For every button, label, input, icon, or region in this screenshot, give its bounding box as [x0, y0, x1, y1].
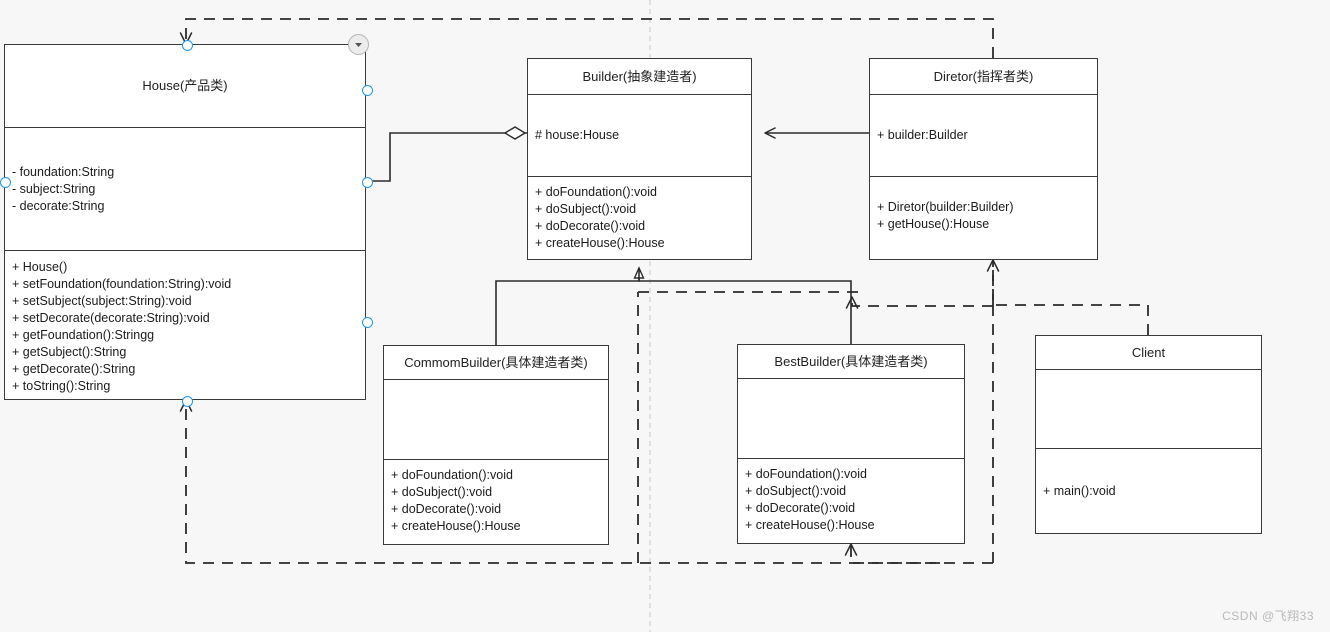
method-row: + setDecorate(decorate:String):void	[12, 311, 210, 325]
methods-builder: + doFoundation():void + doSubject():void…	[528, 177, 751, 259]
chevron-down-icon[interactable]	[347, 33, 369, 55]
edge-aggregation-house-builder	[366, 126, 527, 182]
method-row: + doDecorate():void	[535, 219, 646, 233]
methods-commombuilder: + doFoundation():void + doSubject():void…	[384, 460, 608, 544]
edge-dependency-client-diretor	[986, 259, 1149, 335]
class-title-bestbuilder: BestBuilder(具体建造者类)	[774, 353, 928, 369]
selection-handle-right-upper[interactable]	[361, 84, 373, 96]
method-row: + doSubject():void	[391, 485, 493, 499]
class-title-diretor: Diretor(指挥者类)	[933, 68, 1034, 84]
edge-generalization-bestbuilder-builder	[638, 268, 852, 344]
selection-handle-right-lower[interactable]	[361, 316, 373, 328]
methods-house: + House() + setFoundation(foundation:Str…	[5, 251, 365, 399]
method-row: + getFoundation():Stringg	[12, 328, 155, 342]
attribute-row: - subject:String	[12, 181, 96, 196]
attribute-row: - decorate:String	[12, 198, 105, 213]
uml-class-house[interactable]: House(产品类) - foundation:String - subject…	[4, 44, 366, 400]
method-row: + doFoundation():void	[535, 185, 657, 199]
attributes-builder: # house:House	[528, 95, 751, 176]
method-row: + main():void	[1043, 483, 1116, 498]
edge-dependency-mid-bestbuilder	[845, 296, 993, 309]
method-row: + setSubject(subject:String):void	[12, 294, 192, 308]
method-row: + createHouse():House	[535, 236, 665, 250]
uml-class-bestbuilder[interactable]: BestBuilder(具体建造者类) + doFoundation():voi…	[737, 344, 965, 544]
divider	[5, 127, 365, 128]
edge-dependency-bottom-bestbuilder	[844, 543, 940, 564]
method-row: + createHouse():House	[745, 518, 875, 532]
method-row: + getHouse():House	[877, 217, 990, 231]
method-row: + setFoundation(foundation:String):void	[12, 277, 232, 291]
method-row: + Diretor(builder:Builder)	[877, 200, 1014, 214]
method-row: + doDecorate():void	[391, 502, 502, 516]
method-row: + doFoundation():void	[745, 467, 867, 481]
divider	[5, 250, 365, 251]
method-row: + doSubject():void	[535, 202, 637, 216]
uml-class-client[interactable]: Client + main():void	[1035, 335, 1262, 534]
attribute-row: - foundation:String	[12, 164, 115, 179]
method-row: + getDecorate():String	[12, 362, 136, 376]
methods-client: + main():void	[1036, 449, 1261, 533]
watermark-text: CSDN @飞翔33	[1222, 609, 1314, 623]
selection-handle-left-middle[interactable]	[0, 176, 11, 188]
selection-handle-right-middle[interactable]	[361, 176, 373, 188]
attributes-bestbuilder	[738, 379, 964, 458]
divider	[1036, 369, 1261, 370]
uml-class-builder[interactable]: Builder(抽象建造者) # house:House + doFoundat…	[527, 58, 752, 260]
selection-handle-bottom[interactable]	[181, 395, 193, 407]
method-row: + doDecorate():void	[745, 501, 856, 515]
uml-class-diretor[interactable]: Diretor(指挥者类) + builder:Builder + Direto…	[869, 58, 1098, 260]
divider	[1036, 448, 1261, 449]
method-row: + House()	[12, 260, 68, 274]
method-row: + doFoundation():void	[391, 468, 513, 482]
class-title-commombuilder: CommomBuilder(具体建造者类)	[404, 354, 588, 370]
class-title-client: Client	[1131, 344, 1166, 360]
attributes-client	[1036, 370, 1261, 448]
class-title-builder: Builder(抽象建造者)	[582, 68, 697, 84]
attributes-commombuilder	[384, 380, 608, 459]
uml-class-commombuilder[interactable]: CommomBuilder(具体建造者类) + doFoundation():v…	[383, 345, 609, 545]
edge-generalization-commombuilder-builder	[495, 268, 639, 345]
attributes-house: - foundation:String - subject:String - d…	[5, 128, 365, 250]
methods-diretor: + Diretor(builder:Builder) + getHouse():…	[870, 177, 1097, 259]
attribute-row: + builder:Builder	[877, 128, 968, 142]
attribute-row: # house:House	[535, 128, 620, 142]
methods-bestbuilder: + doFoundation():void + doSubject():void…	[738, 459, 964, 543]
method-row: + toString():String	[12, 379, 111, 393]
method-row: + doSubject():void	[745, 484, 847, 498]
method-row: + getSubject():String	[12, 345, 127, 359]
divider	[384, 379, 608, 380]
divider	[738, 378, 964, 379]
class-title-house: House(产品类)	[142, 78, 228, 94]
selection-handle-top[interactable]	[181, 39, 193, 51]
attributes-diretor: + builder:Builder	[870, 95, 1097, 176]
method-row: + createHouse():House	[391, 519, 521, 533]
